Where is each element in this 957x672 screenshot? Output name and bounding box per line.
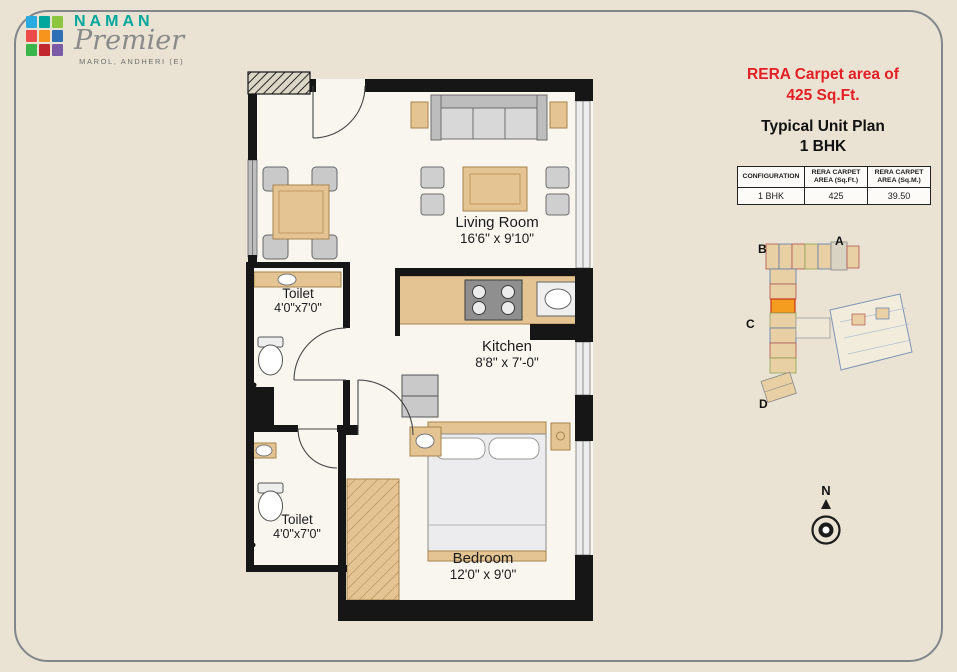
key-plan-bottom-block <box>760 371 797 403</box>
living-room-dims: 16'6" x 9'10" <box>459 231 535 246</box>
kitchen-dims: 8'8" x 7'-0" <box>475 355 539 370</box>
key-plan-connector <box>795 317 831 339</box>
col-rera-sqft: RERA CARPET AREA (Sq.Ft.) <box>804 166 868 188</box>
window-bedroom <box>575 440 591 556</box>
key-plan-drawing <box>760 241 913 403</box>
sofa <box>430 94 548 141</box>
toilet-top-wc <box>257 336 284 376</box>
cell-rera-sqft: 425 <box>804 187 868 205</box>
toilet-top-label: Toilet 4'0"x7'0" <box>274 286 322 315</box>
sofa-side-tables <box>410 101 568 129</box>
plan-title-line-1: Typical Unit Plan <box>761 118 885 135</box>
window-living <box>575 100 591 269</box>
toilet-bottom-door <box>297 428 338 469</box>
brand-product-name: Premier <box>74 25 185 56</box>
plan-title-line-2: 1 BHK <box>799 138 847 155</box>
stove <box>464 279 523 321</box>
col-rera-sqm: RERA CARPET AREA (Sq.M.) <box>867 166 931 188</box>
coffee-table <box>462 166 528 212</box>
key-plan-label-d: D <box>759 397 768 411</box>
bedroom-door <box>357 379 414 436</box>
bedside-table <box>550 422 571 451</box>
toilet-top-dims: 4'0"x7'0" <box>274 301 322 315</box>
north-arrow-icon <box>821 499 831 509</box>
bedroom-name: Bedroom <box>452 550 514 567</box>
floor-plan-container: Living Room 16'6" x 9'10" Kitchen 8'8" x… <box>225 55 620 640</box>
toilet-bottom-label: Toilet 4'0"x7'0" <box>273 512 321 541</box>
compass-drawing <box>811 499 841 545</box>
key-plan-left-wing <box>769 268 797 374</box>
brand-logo: NAMAN Premier MAROL, ANDHERI (E) <box>26 13 184 66</box>
logo-text-block: NAMAN Premier MAROL, ANDHERI (E) <box>74 13 184 66</box>
plan-title: Typical Unit Plan 1 BHK <box>733 117 913 157</box>
living-room-label: Living Room 16'6" x 9'10" <box>455 214 538 247</box>
north-compass: N <box>803 483 849 554</box>
toilet-bottom-name: Toilet <box>281 512 313 527</box>
area-table-header-row: CONFIGURATION RERA CARPET AREA (Sq.Ft.) … <box>737 166 931 188</box>
rera-carpet-heading: RERA Carpet area of 425 Sq.Ft. <box>733 64 913 106</box>
toilet-bottom-vanity <box>251 442 277 459</box>
key-plan-label-a: A <box>835 234 844 248</box>
kitchen-sink <box>536 281 580 317</box>
highlighted-unit <box>770 298 796 314</box>
bed <box>427 421 547 562</box>
key-plan-label-c: C <box>746 317 755 331</box>
brand-location: MAROL, ANDHERI (E) <box>79 57 185 66</box>
toilet-top-name: Toilet <box>282 286 314 301</box>
walls <box>246 79 593 621</box>
table-row: 1 BHK 425 39.50 <box>737 187 931 205</box>
living-room-name: Living Room <box>455 214 539 231</box>
wardrobe <box>346 478 400 601</box>
toilet-bottom-wc <box>257 482 284 522</box>
kitchen-label: Kitchen 8'8" x 7'-0" <box>475 338 539 371</box>
entry-ledge <box>247 71 311 95</box>
entry-door <box>312 85 366 139</box>
brand-name: NAMAN <box>74 13 154 30</box>
kitchen-name: Kitchen <box>481 338 533 355</box>
key-plan-right-wing <box>829 293 913 371</box>
logo-mark-icon <box>26 13 66 56</box>
dining-set <box>262 166 338 260</box>
area-table: CONFIGURATION RERA CARPET AREA (Sq.Ft.) … <box>737 166 931 205</box>
fridge <box>401 374 439 418</box>
window-dining <box>247 159 258 258</box>
toilet-bottom-dims: 4'0"x7'0" <box>273 527 321 541</box>
cell-configuration: 1 BHK <box>737 187 805 205</box>
bedroom-label: Bedroom 12'0" x 9'0" <box>450 550 517 583</box>
floor-plan <box>246 71 593 621</box>
key-plan-label-b: B <box>758 242 767 256</box>
bedroom-dims: 12'0" x 9'0" <box>449 567 517 582</box>
toilet-top-vanity <box>253 271 342 288</box>
col-configuration: CONFIGURATION <box>737 166 805 188</box>
toilet-top-door <box>293 327 347 381</box>
compass-outer-ring <box>811 515 841 545</box>
window-kitchen <box>575 341 591 396</box>
compass-inner-ring <box>818 522 834 538</box>
key-plan-top-wing <box>765 241 860 271</box>
north-label: N <box>821 483 831 498</box>
accent-chairs <box>420 166 570 216</box>
rera-line-1: RERA Carpet area of <box>747 66 899 83</box>
rera-line-2: 425 Sq.Ft. <box>786 87 860 104</box>
wash-basin-counter <box>409 426 442 457</box>
cell-rera-sqm: 39.50 <box>867 187 931 205</box>
key-plan: A B C D <box>740 230 918 418</box>
